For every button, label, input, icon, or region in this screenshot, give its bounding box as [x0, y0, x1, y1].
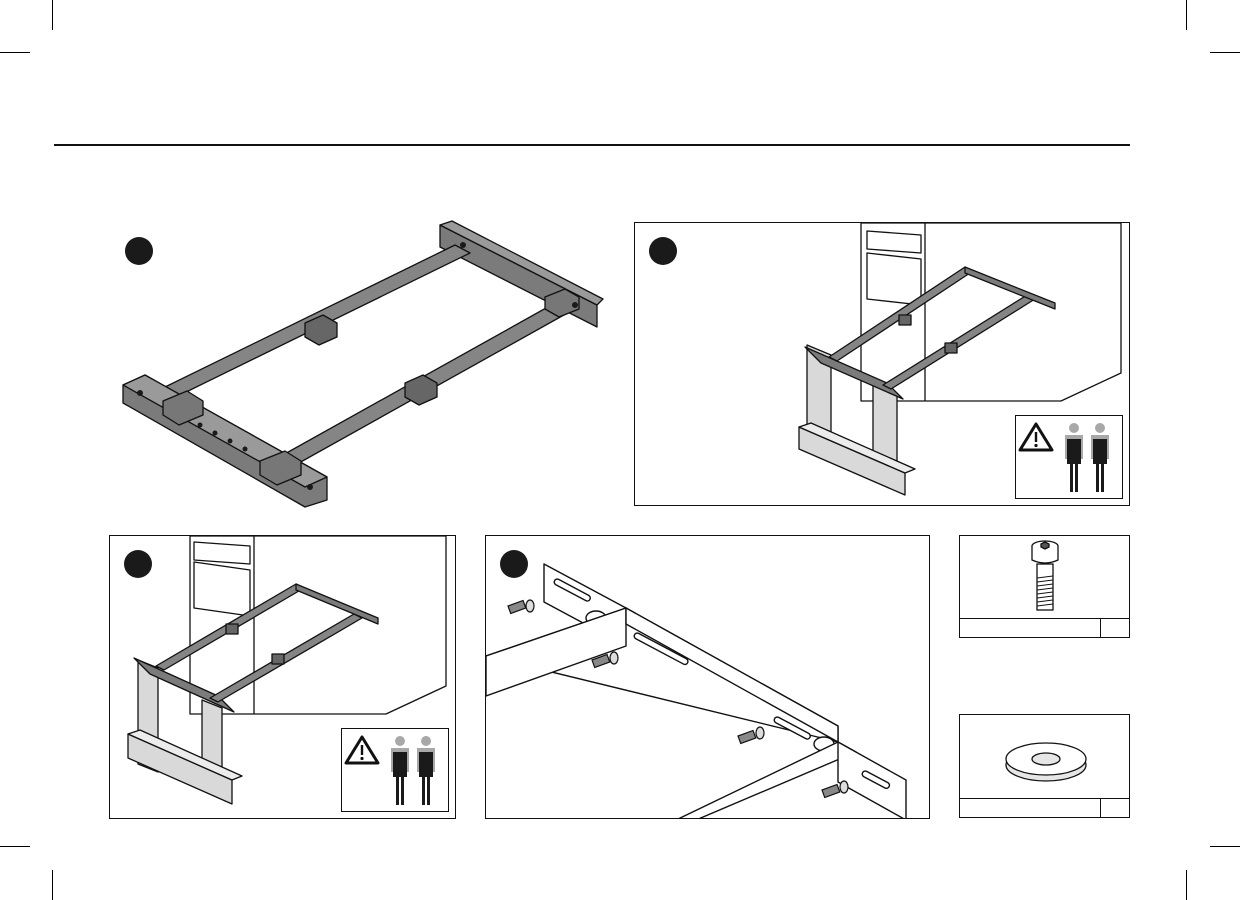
- step-1-marker: [125, 237, 153, 265]
- bolt-3: [738, 727, 764, 744]
- warning-triangle-icon: [1020, 424, 1052, 450]
- part-bolt-quantity: [1100, 619, 1129, 637]
- part-washer-quantity: [1100, 799, 1129, 817]
- step-2-panel: [634, 222, 1130, 506]
- part-washer-label-strip: [960, 798, 1129, 817]
- crop-mark-top-right-v: [1186, 0, 1187, 30]
- two-person-icon: [391, 736, 435, 805]
- crop-mark-bottom-left-h: [0, 846, 30, 847]
- part-bolt-box: [959, 535, 1130, 638]
- crop-mark-bottom-left-v: [52, 870, 53, 900]
- crop-mark-bottom-right-h: [1210, 846, 1240, 847]
- part-bolt-label-strip: [960, 618, 1129, 637]
- washer-icon: [960, 715, 1130, 801]
- bolt-detail-drawing: [486, 536, 930, 819]
- two-person-icon: [1065, 423, 1109, 492]
- step-4-panel: [485, 535, 930, 819]
- header-rule: [54, 144, 1130, 146]
- step-3-panel: [109, 535, 456, 819]
- two-person-warning-box: [341, 728, 449, 812]
- crop-mark-top-right-h: [1210, 52, 1240, 53]
- warning-triangle-icon: [346, 737, 378, 763]
- crop-mark-top-left-v: [52, 0, 53, 30]
- bolt-1: [508, 600, 534, 614]
- step-1-illustration: [105, 215, 615, 515]
- lower-beam: [676, 742, 856, 819]
- frame-assembly-drawing: [105, 215, 615, 515]
- hex-socket-bolt-icon: [960, 536, 1130, 621]
- two-person-warning-box: [1015, 415, 1123, 499]
- crop-mark-top-left-h: [0, 52, 30, 53]
- crop-mark-bottom-right-v: [1186, 870, 1187, 900]
- part-washer-box: [959, 714, 1130, 818]
- bolt-4: [822, 781, 848, 798]
